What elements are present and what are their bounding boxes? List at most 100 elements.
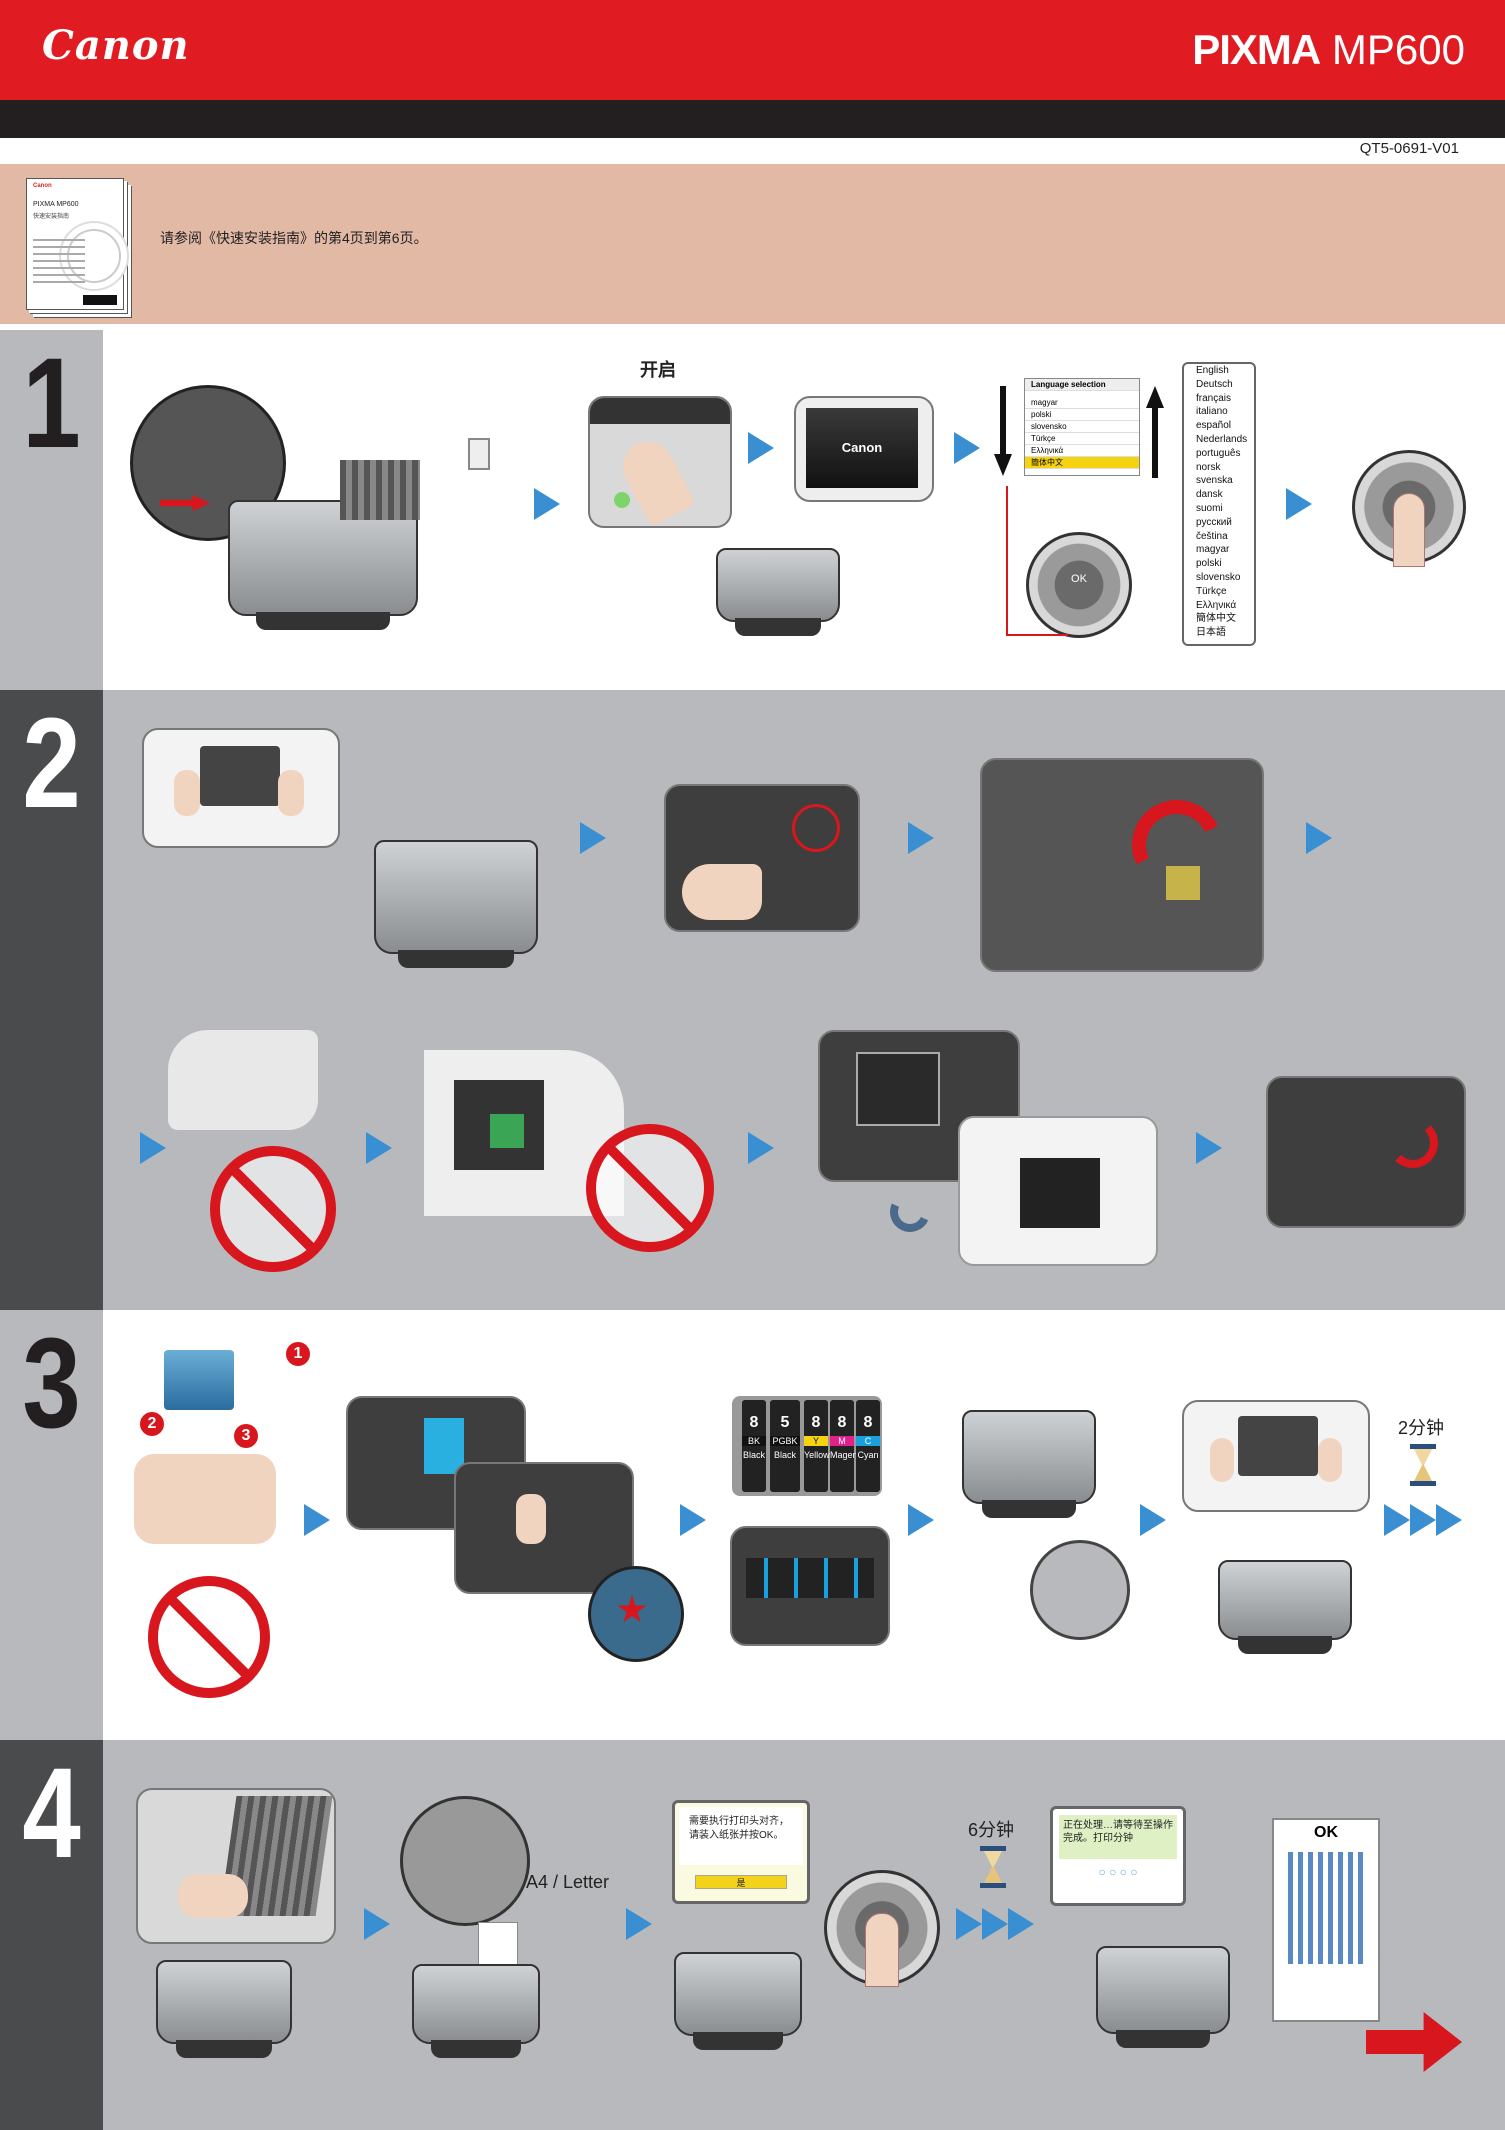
open-scanner-frame: [142, 728, 340, 848]
packaging-illustration: [168, 1030, 318, 1130]
red-path-line: [1006, 634, 1068, 636]
model-title: PIXMA MP600: [1192, 26, 1465, 74]
yes-button[interactable]: 是: [695, 1875, 787, 1889]
step-arrow-icon: [1140, 1504, 1166, 1536]
ink-tank-illustration: [164, 1350, 234, 1410]
language-item: norsk: [1196, 461, 1221, 473]
step-arrow-icon: [366, 1132, 392, 1164]
step-arrow-icon: [680, 1504, 706, 1536]
progress-text: 正在处理…请等待至操作完成。打印分钟: [1059, 1815, 1177, 1859]
printer-illustration: [1096, 1946, 1230, 2048]
model-prefix: PIXMA: [1192, 26, 1321, 73]
step2-label: 2: [0, 690, 103, 1310]
paper-support: [340, 460, 420, 520]
printer-illustration: [716, 548, 840, 636]
printer-illustration: [1218, 1560, 1352, 1654]
language-item: português: [1196, 447, 1241, 459]
printer-illustration: [674, 1952, 802, 2050]
ok-dial-press[interactable]: [1352, 450, 1466, 567]
power-button-frame: [588, 396, 732, 528]
language-screen: Language selection magyar polski slovens…: [1024, 378, 1140, 476]
close-scanner-frame: [1182, 1400, 1370, 1512]
print-head: [1020, 1158, 1100, 1228]
wait-arrows-icon: [1384, 1504, 1464, 1536]
language-item: English: [1196, 365, 1229, 376]
language-item: magyar: [1196, 544, 1230, 556]
highlight-circle: [792, 804, 840, 852]
step3-number: 3: [22, 1312, 81, 1455]
step-arrow-icon: [626, 1908, 652, 1940]
press-tank-frame: [454, 1462, 634, 1594]
hand-icon: [174, 770, 200, 816]
step4-label: 4: [0, 1740, 103, 2130]
language-item: italiano: [1196, 406, 1228, 418]
step1-label: 1: [0, 330, 103, 690]
language-item: slovensko: [1196, 571, 1241, 583]
model-number: MP600: [1331, 26, 1465, 73]
curved-arrow-icon: [1388, 1118, 1438, 1168]
head-holder-frame: [958, 1116, 1158, 1266]
printer-illustration: [156, 1960, 292, 2058]
tanks-installed-frame: [730, 1526, 890, 1646]
wait-time-label: 2分钟: [1398, 1418, 1445, 1438]
down-arrow-icon: [994, 386, 1012, 478]
progress-dots-icon: ○ ○ ○ ○: [1098, 1865, 1138, 1879]
language-screen-item: Ελληνικά: [1025, 445, 1139, 457]
step-arrow-icon: [748, 1132, 774, 1164]
language-item: suomi: [1196, 502, 1223, 514]
ok-dial[interactable]: OK: [1026, 532, 1132, 638]
ok-dial-press[interactable]: [824, 1870, 940, 1987]
hand-icon: [278, 770, 304, 816]
print-head-chip: [490, 1114, 524, 1148]
language-item: français: [1196, 392, 1232, 404]
booklet-icon: Canon PIXMA MP600 快速安装指南: [26, 178, 124, 310]
step-arrow-icon: [140, 1132, 166, 1164]
step-arrow-icon: [748, 432, 774, 464]
step-arrow-icon: [1286, 488, 1312, 520]
language-item: polski: [1196, 558, 1222, 570]
language-item: dansk: [1196, 489, 1223, 501]
callout-badge: 3: [234, 1424, 258, 1448]
progress-screen: 正在处理…请等待至操作完成。打印分钟 ○ ○ ○ ○: [1050, 1806, 1186, 1906]
alignment-pattern: [1288, 1852, 1364, 1964]
red-path-line: [1006, 486, 1008, 636]
prohibited-icon: [210, 1146, 336, 1272]
language-screen-title: Language selection: [1025, 379, 1139, 391]
power-led-icon: [614, 492, 630, 508]
lock-lever-frame: [1266, 1076, 1466, 1228]
language-item: 簡体中文: [1196, 613, 1236, 625]
header-bar: [0, 0, 1505, 100]
prohibited-icon: [148, 1576, 270, 1698]
step-arrow-icon: [1196, 1132, 1222, 1164]
finger-icon: [614, 432, 696, 526]
booklet-brand: Canon: [33, 183, 52, 189]
language-screen-selected: 簡体中文: [1025, 457, 1139, 469]
step-arrow-icon: [364, 1908, 390, 1940]
ink-tanks-row: [746, 1558, 874, 1598]
paper-guide-closeup: [400, 1796, 530, 1926]
language-list: English Deutsch français italiano españo…: [1182, 362, 1256, 646]
step-arrow-icon: [1306, 822, 1332, 854]
finger-icon: [516, 1494, 546, 1544]
reference-text: 请参阅《快速安装指南》的第4页到第6页。: [160, 230, 428, 246]
canon-logo: Canon: [42, 22, 190, 69]
printer-open-illustration: [374, 840, 538, 968]
callout-badge: 1: [286, 1342, 310, 1366]
power-label: 开启: [640, 360, 676, 380]
step-arrow-icon: [304, 1504, 330, 1536]
language-item: svenska: [1196, 475, 1233, 487]
wait-arrows-icon: [956, 1908, 1036, 1940]
language-item: español: [1196, 420, 1232, 432]
step-arrow-icon: [534, 488, 560, 520]
lever-raise-frame: [980, 758, 1264, 972]
release-lever-frame: [664, 784, 860, 932]
lcd-screen-frame: Canon: [794, 396, 934, 502]
hourglass-icon: [1410, 1444, 1436, 1486]
confirm-prompt: 需要执行打印头对齐，请装入纸张并按OK。: [679, 1807, 803, 1865]
